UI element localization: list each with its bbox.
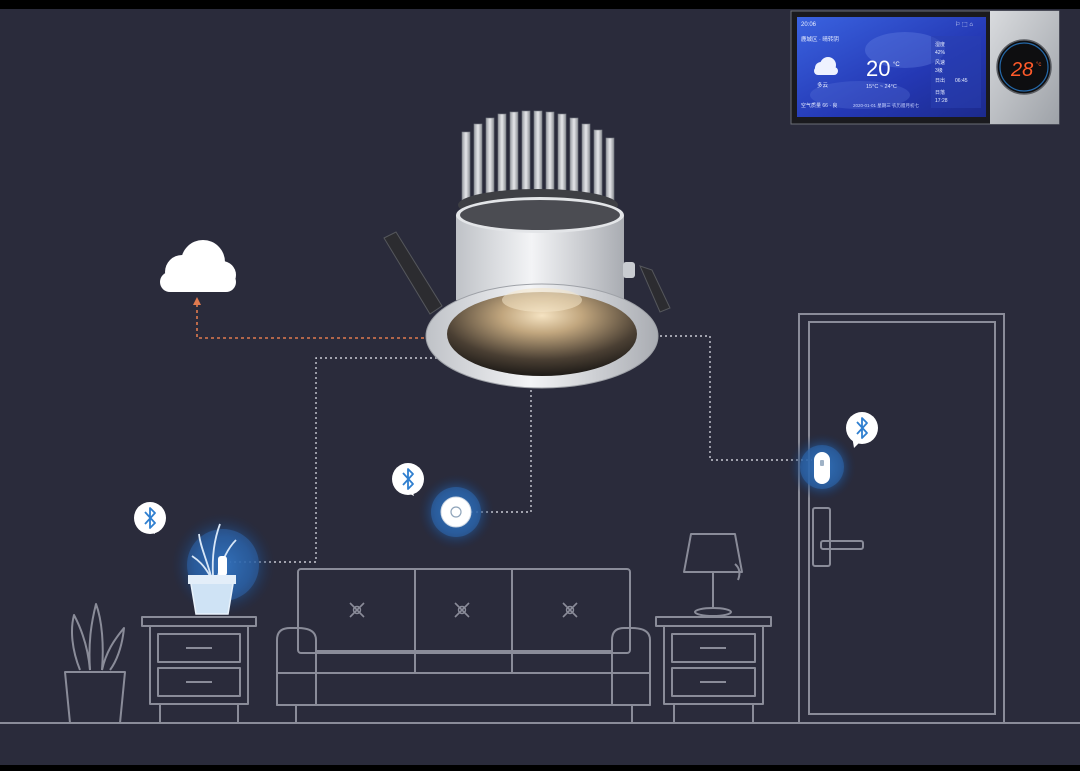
door-sensor[interactable] — [788, 433, 856, 501]
left-nightstand — [141, 616, 257, 722]
side-info-box — [931, 36, 981, 108]
plant-sensor[interactable] — [171, 513, 275, 617]
cloud-icon — [160, 240, 236, 292]
temperature-unit: °C — [893, 62, 900, 68]
bluetooth-icon — [392, 463, 424, 496]
panel-time: 20:06 — [801, 22, 817, 28]
info-label: 风速 — [935, 60, 945, 66]
thermostat-reading: 28 — [1010, 59, 1033, 81]
plant-connection-line — [230, 357, 437, 563]
weather-cloud-icon — [814, 57, 838, 75]
switch-connection-line — [470, 390, 532, 513]
info-value: 06:45 — [955, 78, 968, 84]
info-label: 湿度 — [935, 41, 945, 48]
door-icon — [798, 313, 1005, 724]
smart-wall-panel[interactable]: 20:06 ⚐ ⬚ ⌂ 鹿城区 · 晴转阴 多云 20 °C 15°C ~ 24… — [790, 10, 1060, 125]
date-line: 2020-01-01 星期三 农历腊月初七 — [853, 102, 920, 109]
info-value: 3级 — [935, 67, 943, 74]
door-connection-line — [655, 335, 812, 461]
status-icons: ⚐ ⬚ ⌂ — [955, 21, 973, 28]
cloud-connection-line — [193, 297, 430, 339]
current-temperature: 20 — [866, 56, 890, 81]
bluetooth-icon — [134, 502, 166, 534]
panel-location: 鹿城区 · 晴转阴 — [801, 35, 839, 43]
wireless-switch[interactable] — [418, 474, 494, 550]
air-quality: 空气质量 66 · 良 — [801, 102, 837, 109]
weather-condition: 多云 — [817, 81, 829, 89]
spotlight-icon[interactable] — [383, 110, 671, 389]
thermostat-unit: °c — [1036, 62, 1041, 68]
info-label: 日落 — [935, 89, 945, 96]
bluetooth-icon — [846, 412, 878, 448]
temperature-range: 15°C ~ 24°C — [866, 84, 897, 90]
info-value: 17:28 — [935, 98, 948, 104]
sofa-icon — [276, 568, 651, 722]
right-nightstand — [655, 616, 772, 722]
potted-plant-icon — [64, 603, 126, 724]
thermostat-knob[interactable]: 28 °c — [996, 39, 1052, 95]
info-label: 日出 — [935, 77, 945, 84]
info-value: 42% — [935, 50, 946, 56]
